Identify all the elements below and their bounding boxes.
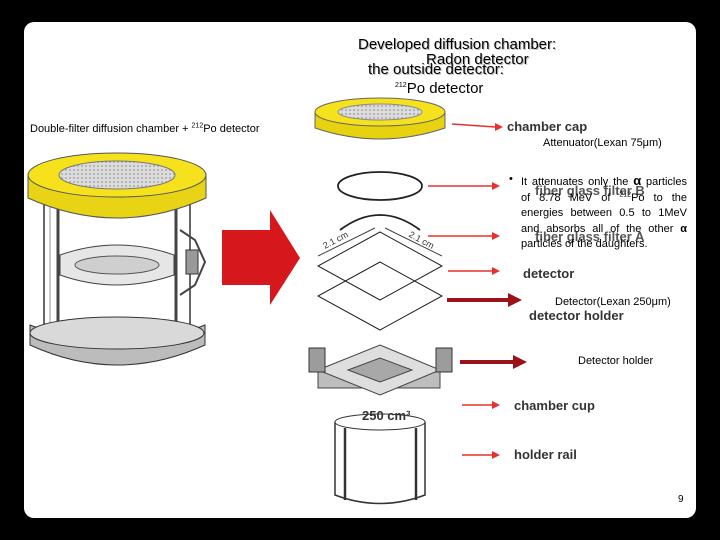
part-arrows <box>428 123 503 459</box>
title-line-4: 212Po detector <box>395 80 484 97</box>
exploded-detector-holder <box>308 344 453 396</box>
holder-note: Detector holder <box>578 355 654 367</box>
filter-a-ring <box>339 214 421 231</box>
attenuator-description: It attenuates only the α particles of 8.… <box>521 173 687 250</box>
attenuator-note: Attenuator(Lexan 75μm) <box>543 137 662 149</box>
detector-square-2 <box>316 261 444 331</box>
detector-square-1 <box>316 231 444 301</box>
label-volume: 250 cm³ <box>362 408 411 423</box>
exploded-chamber-cap <box>314 97 446 140</box>
title-line-3: the outside detector: <box>368 61 504 78</box>
label-detector-holder: detector holder <box>529 308 624 323</box>
label-chamber-cup: chamber cup <box>514 398 595 413</box>
label-holder-rail: holder rail <box>514 447 577 462</box>
big-red-arrow <box>222 210 300 305</box>
assembled-chamber <box>27 152 207 366</box>
detector-note: Detector(Lexan 250μm) <box>555 296 671 308</box>
note-arrows <box>447 293 527 369</box>
title-line-2: Radon detector <box>426 51 529 68</box>
exploded-chamber-cup <box>334 413 426 505</box>
label-filter-b: fiber glass filter B <box>535 183 645 198</box>
label-chamber-cap: chamber cap <box>507 119 588 134</box>
label-filter-a: fiber glass filter A <box>535 229 645 244</box>
bullet-dot: • <box>509 173 513 185</box>
label-detector: detector <box>523 266 575 281</box>
title-line-1: Developed diffusion chamber: <box>358 36 557 53</box>
filter-b-ring <box>337 171 423 201</box>
left-caption: Double-filter diffusion chamber + 212Po … <box>30 122 260 135</box>
page-number: 9 <box>678 494 684 505</box>
